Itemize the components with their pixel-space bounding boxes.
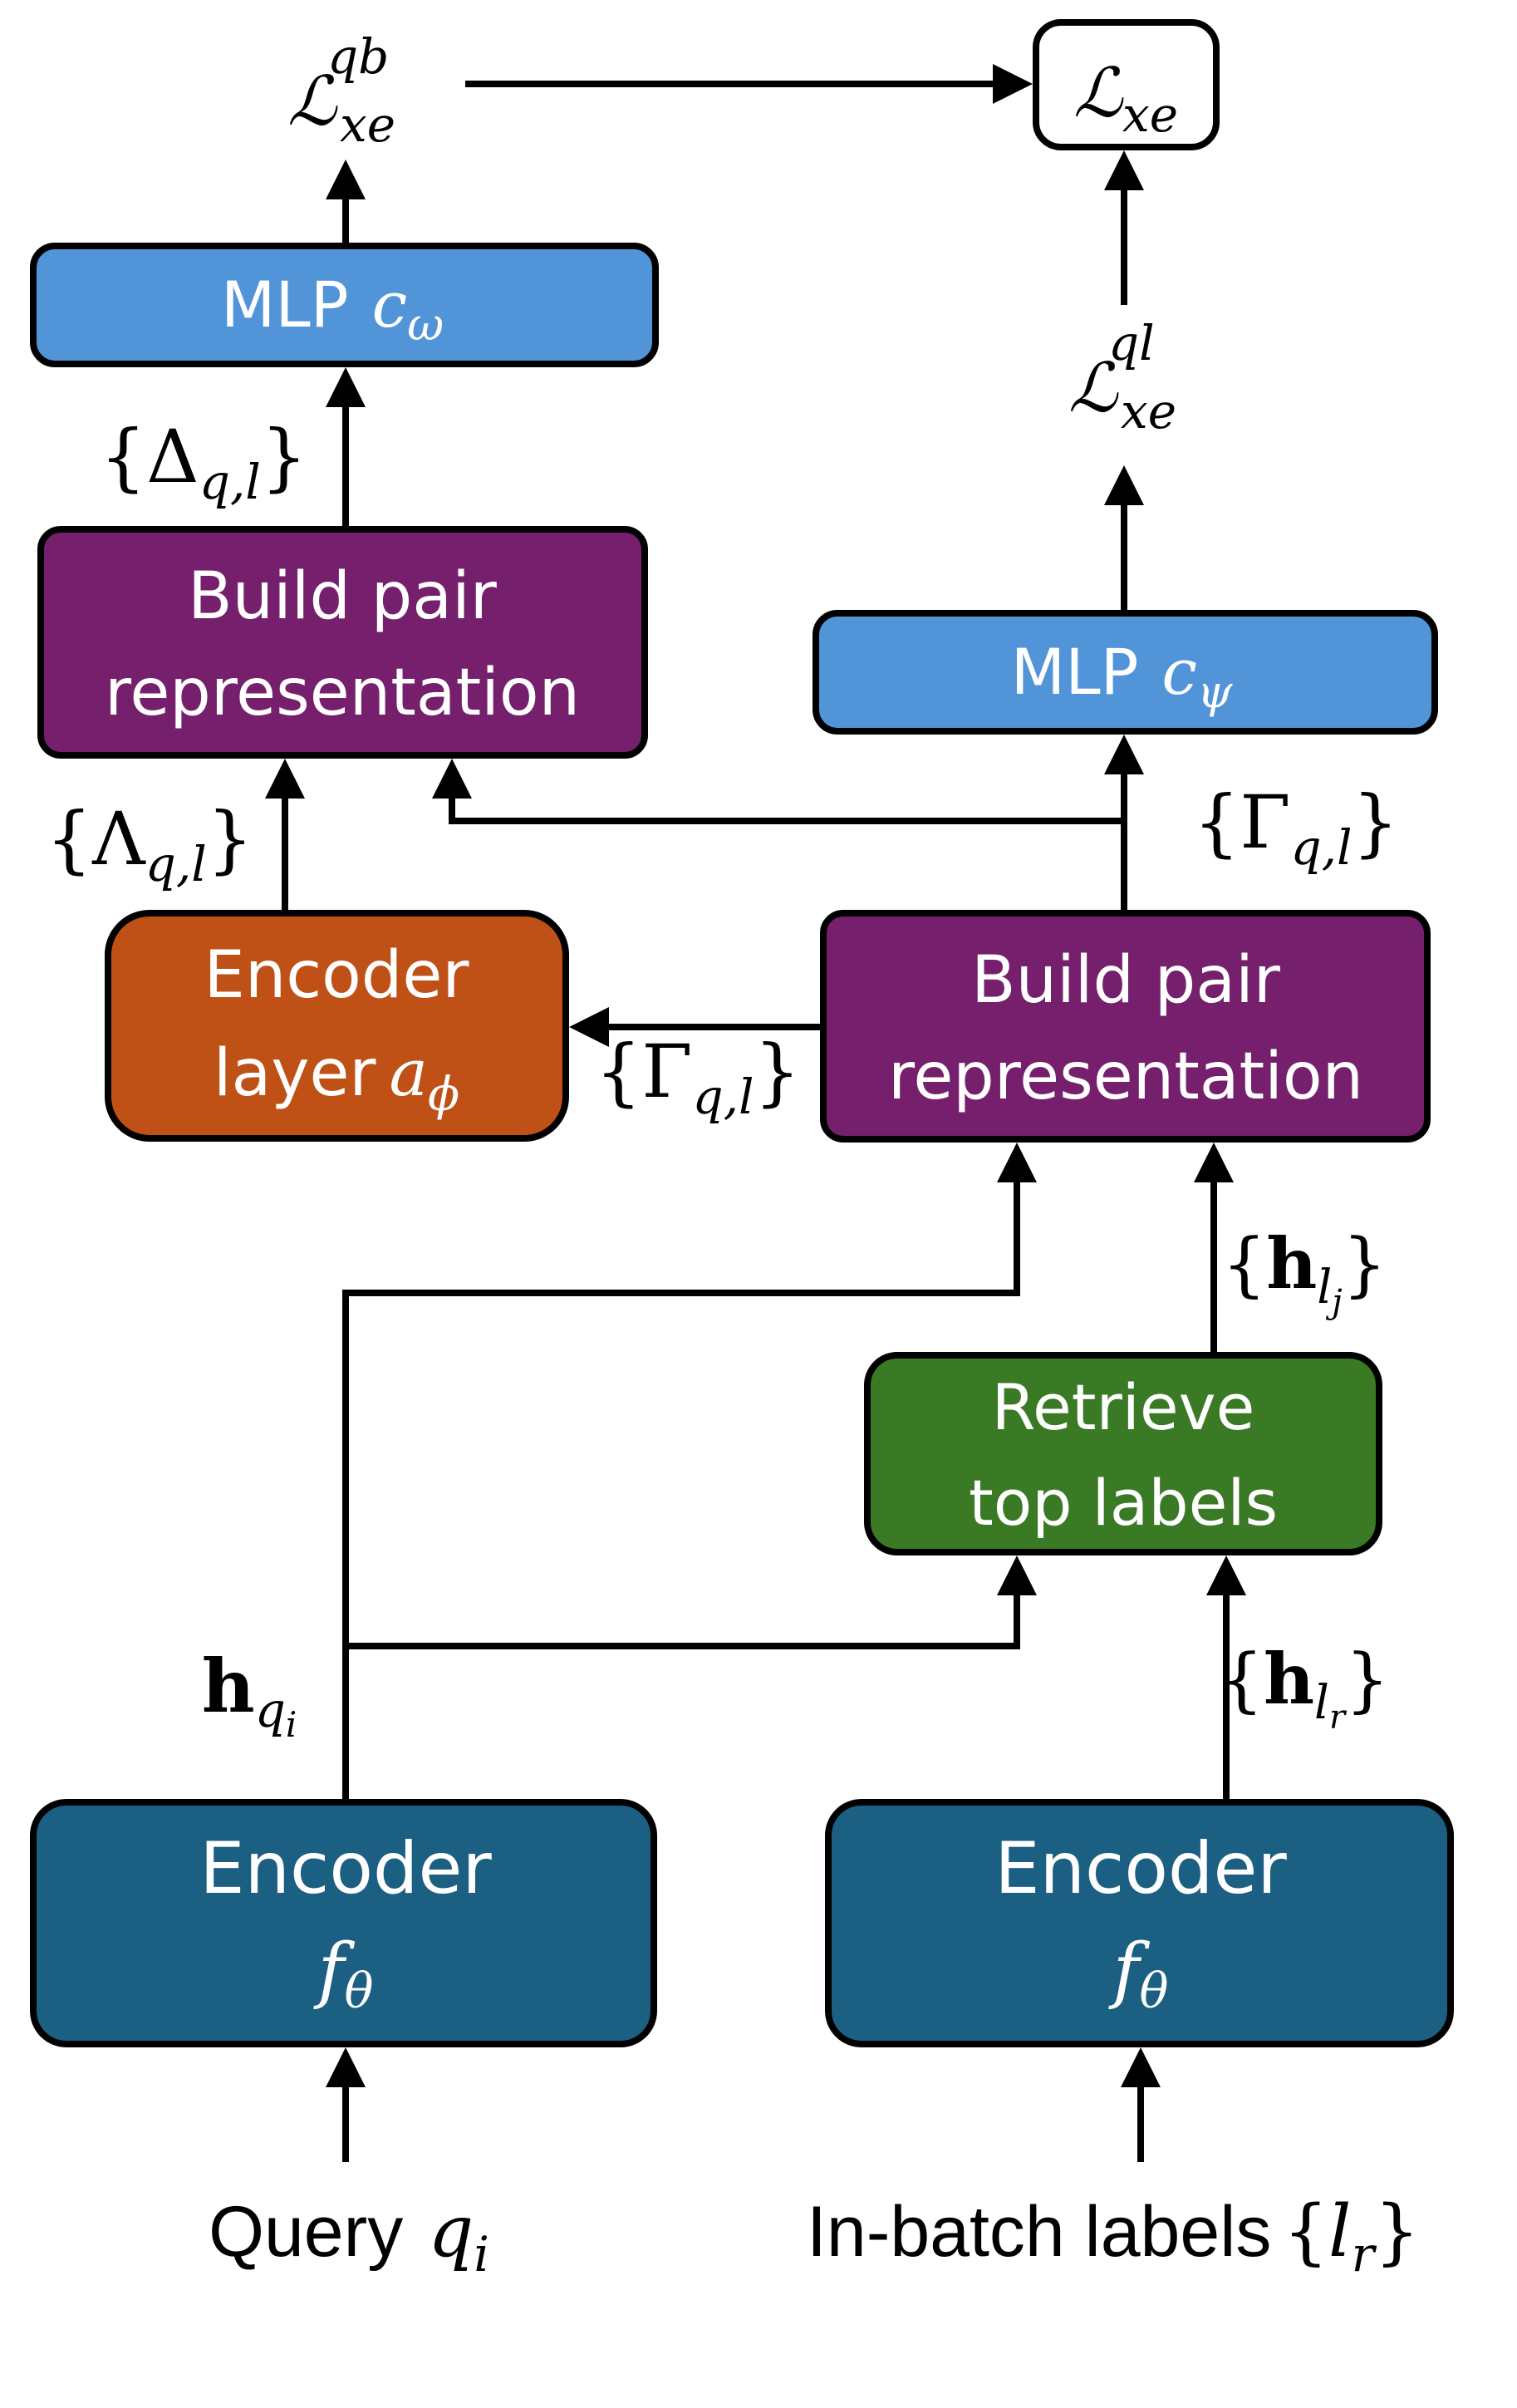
gamma-upper-edge-label: {Γq,l} [1193,779,1398,876]
encoder-labels-node: Encoder fθ [825,1799,1454,2047]
retrieve-line2: top labels [969,1466,1278,1540]
build-pair-left-box [37,526,648,759]
encoder-layer-box [105,910,569,1142]
delta-edge-label: {Δq,l} [100,414,307,510]
build-pair-left-node: Build pair representation [37,526,648,759]
retrieve-node: Retrieve top labels [864,1352,1382,1555]
loss-ql-label: ℒxeql [1068,315,1176,440]
lambda-edge-label: {Λq,l} [46,796,253,892]
connections [265,64,1246,2162]
arrow-hqi-to-retrieve [346,1555,1037,1649]
loss-qb-label: ℒxeqb [287,28,395,153]
encoder-labels-line2: fθ [1108,1929,1169,2019]
loss-total-node: ℒxe [1033,19,1220,150]
arrow-gamma-to-build-left [432,759,1124,824]
retrieve-line1: Retrieve [992,1370,1255,1444]
encoder-layer-line1: Encoder [204,938,470,1013]
labels-input-label: In-batch labels{lr} [807,2190,1420,2283]
retrieve-box [864,1352,1382,1555]
mlp-psi-box [813,610,1438,735]
build-pair-right-box [820,910,1431,1143]
h-lr-edge-label: {hlr} [1219,1638,1389,1737]
build-pair-right-node: Build pair representation [820,910,1431,1143]
build-pair-right-line2: representation [888,1039,1363,1114]
build-pair-left-line1: Build pair [188,559,498,634]
arrow-hqi-to-build-right [342,1143,1037,1802]
mlp-omega-box [30,243,659,367]
build-pair-right-line1: Build pair [971,943,1281,1018]
loss-total-box [1033,19,1220,150]
encoder-labels-box [825,1799,1454,2047]
build-pair-left-line2: representation [105,656,580,730]
gamma-lower-edge-label: {Γq,l} [595,1029,800,1125]
encoder-query-node: Encoder fθ [30,1799,657,2047]
loss-total-label: ℒxe [1073,54,1178,143]
encoder-query-box [30,1799,657,2047]
h-qi-edge-label: hqi [202,1643,297,1745]
encoder-labels-line1: Encoder [994,1827,1287,1910]
h-lj-edge-label: {hlj} [1222,1222,1387,1321]
encoder-query-line1: Encoder [199,1827,492,1910]
